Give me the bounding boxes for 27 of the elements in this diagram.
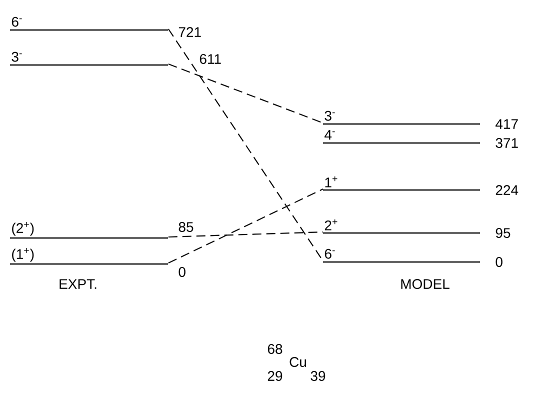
- dashed-line: [168, 64, 324, 124]
- energy-level: 1$^{+}$: [323, 176, 480, 191]
- element-symbol: Cu: [290, 357, 306, 367]
- energy-value: 85: [178, 222, 194, 232]
- dashed-line: [168, 231, 324, 238]
- energy-value: 371: [496, 138, 518, 148]
- atomic-number: 29: [268, 371, 282, 381]
- axis-label: MODEL: [401, 279, 450, 289]
- energy-level: (2$^{+}$): [10, 222, 168, 239]
- energy-level: 6$^{-}$: [323, 248, 480, 263]
- dashed-line: [168, 188, 324, 264]
- energy-value: 95: [496, 228, 510, 238]
- mass-number: 68: [268, 344, 282, 354]
- energy-level: 3$^{-}$: [323, 110, 480, 125]
- energy-value: 417: [496, 119, 518, 129]
- energy-level: 3$^{-}$: [10, 52, 168, 66]
- energy-level: (1$^{+}$): [10, 248, 168, 265]
- energy-level: 6$^{-}$: [10, 16, 168, 31]
- energy-level: 4$^{-}$: [323, 130, 480, 144]
- neutron-number: 39: [310, 371, 326, 381]
- energy-value: 721: [178, 27, 201, 37]
- energy-level: 2$^{+}$: [323, 219, 480, 234]
- energy-value: 0: [496, 257, 502, 267]
- axis-label: EXPT.: [60, 279, 96, 289]
- energy-value: 224: [496, 185, 518, 195]
- energy-value: 0: [178, 267, 186, 277]
- energy-value: 611: [200, 54, 221, 64]
